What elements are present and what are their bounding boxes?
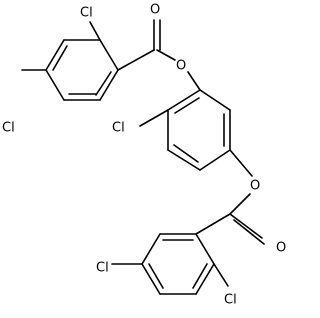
bond: [167, 149, 201, 171]
chlorine-label: Cl: [80, 6, 93, 21]
bond: [99, 39, 119, 71]
ester-bond: [156, 49, 176, 61]
oxygen-label: O: [150, 3, 160, 18]
bond: [141, 263, 161, 295]
chlorine-label: Cl: [96, 261, 109, 276]
ester-bond: [187, 71, 201, 91]
bottom-ring: [141, 233, 215, 295]
chlorine-label: Cl: [224, 293, 237, 308]
bond: [117, 49, 155, 71]
double-bond-inner: [148, 263, 164, 289]
chlorine-label: Cl: [112, 121, 125, 136]
double-bond-inner: [95, 71, 112, 96]
bond: [199, 89, 231, 111]
oxygen-label: O: [250, 179, 260, 194]
ester-bond: [229, 149, 253, 177]
top-left-ring: [45, 39, 119, 101]
bond-to-cl: [213, 263, 229, 287]
bond: [199, 149, 231, 171]
bond: [45, 39, 65, 71]
bond: [45, 69, 65, 101]
bond: [195, 213, 231, 235]
chlorine-label: Cl: [2, 121, 15, 136]
bond: [167, 89, 201, 111]
chemical-structure-diagram: Cl Cl O O Cl O O: [2, 3, 286, 308]
double-bond-inner: [173, 144, 199, 163]
ester-bond: [229, 193, 251, 215]
bond: [141, 233, 161, 265]
double-bond-inner: [192, 263, 208, 289]
bond: [195, 233, 215, 265]
carbonyl-bond: [233, 219, 265, 245]
double-bond-inner: [174, 97, 200, 114]
bond: [195, 263, 215, 295]
oxygen-label: O: [176, 59, 186, 74]
oxygen-label: O: [276, 241, 286, 256]
structure-canvas: Cl Cl O O Cl O O: [2, 3, 286, 308]
central-ring: [167, 89, 231, 171]
bond-to-cl: [89, 21, 101, 41]
double-bond-inner: [52, 45, 68, 71]
bond: [99, 69, 119, 101]
carbonyl-bond: [229, 213, 263, 239]
bond-to-cl: [139, 109, 169, 127]
